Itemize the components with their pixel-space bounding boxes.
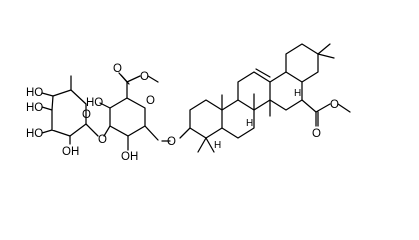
sugar1-oh-bond-2 — [41, 129, 53, 134]
label-sugar2-oh-c4: HO — [86, 97, 103, 109]
atom-labels: HO HO HO OH O O HO OH O O O O O O H H H — [26, 63, 339, 163]
label-sugar1-oh-bottom: OH — [62, 146, 79, 158]
label-glycosidic-o: O — [98, 134, 107, 146]
label-sugar1-oh-top: HO — [26, 87, 43, 99]
label-sugar2-ester-o-alkyl: O — [140, 71, 149, 83]
label-ester-o-alkyl: O — [330, 99, 339, 111]
label-h-c18: H — [294, 88, 301, 99]
gem-dimethyl-2 — [205, 137, 215, 153]
sugar1-oh-bond-1 — [41, 106, 53, 111]
c28-bond — [301, 99, 317, 113]
label-sugar2-ring-o: O — [146, 95, 155, 107]
label-sugar1-oh-bottom-left: HO — [26, 128, 43, 140]
molecule-structure: HO HO HO OH O O HO OH O O O O O O H H H — [26, 43, 351, 163]
sugar1-ring — [51, 75, 99, 137]
label-ester-o-carbonyl: O — [312, 128, 321, 140]
label-sugar2-oh-c2: OH — [121, 151, 138, 163]
label-aglycone-o3: O — [167, 136, 176, 148]
ester-methyl — [147, 75, 159, 83]
gem-dimethyl-3 — [317, 43, 331, 55]
label-h-c5: H — [214, 140, 221, 151]
aglycone-rings — [161, 43, 351, 153]
label-sugar1-ring-o: O — [82, 109, 91, 121]
sugar1-oh-bond-4 — [41, 92, 54, 97]
c4-o-bond — [85, 123, 99, 137]
sugar2-ring — [99, 72, 159, 151]
label-sugar2-ester-o-carbonyl: O — [113, 63, 122, 75]
gem-dimethyl-4 — [317, 53, 335, 59]
structure-canvas: HO HO HO OH O O HO OH O O O O O O H H H — [26, 43, 351, 163]
gem-dimethyl-1 — [197, 137, 207, 153]
label-sugar1-oh-left: HO — [26, 102, 43, 114]
ester-c-o-single — [126, 75, 141, 83]
ester-methyl-2 — [337, 103, 351, 113]
label-h-c9: H — [246, 118, 253, 129]
